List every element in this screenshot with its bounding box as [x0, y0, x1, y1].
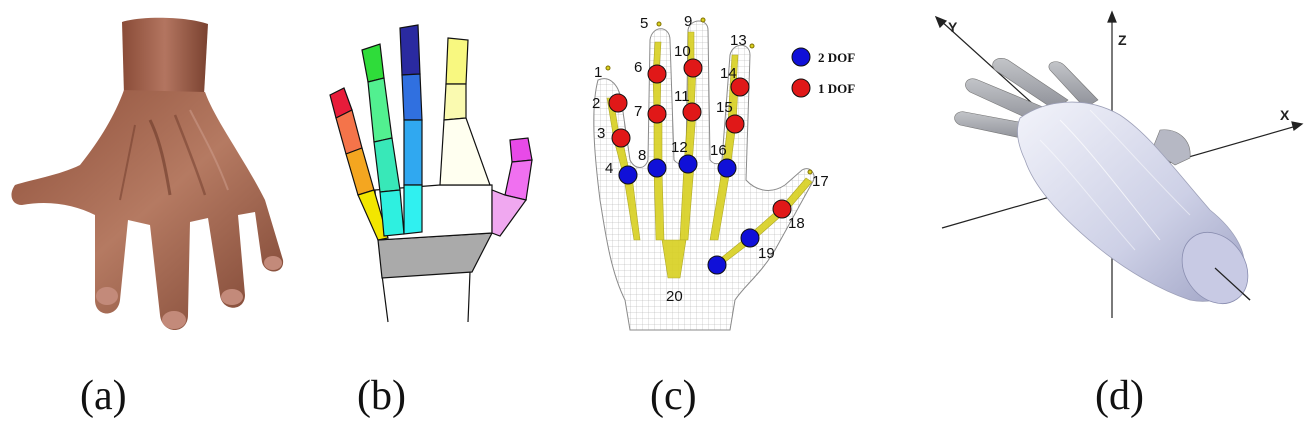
joint-4 [618, 165, 638, 185]
joint-label-9: 9 [684, 13, 692, 30]
caption-b: (b) [357, 373, 406, 419]
dof-legend: 2 DOF 1 DOF [791, 47, 855, 98]
legend-2dof-marker [791, 47, 811, 67]
joint-label-1: 1 [594, 64, 602, 81]
realistic-hand [11, 17, 284, 330]
joint-numbers: 1 2 3 4 5 6 7 8 9 10 11 12 13 14 15 16 1… [592, 13, 829, 305]
joint-label-15: 15 [716, 99, 733, 116]
joint-label-11: 11 [674, 88, 690, 105]
joint-2 [608, 93, 628, 113]
joint-label-8: 8 [638, 147, 646, 164]
axis-label-x: X [1280, 107, 1290, 123]
segmented-hand [329, 24, 533, 323]
joint-6 [647, 64, 667, 84]
joint-17 [807, 169, 813, 175]
joint-1 [605, 65, 611, 71]
joint-5 [656, 21, 662, 27]
joint-label-19: 19 [758, 245, 775, 262]
joint-9 [700, 17, 706, 23]
caption-d: (d) [1095, 373, 1144, 419]
joint-label-20: 20 [666, 288, 683, 305]
joint-14 [730, 77, 750, 97]
joint-label-10: 10 [674, 43, 691, 60]
joint-label-4: 4 [605, 160, 613, 177]
joint-18 [772, 199, 792, 219]
panel-c-skeleton-hand: 1 2 3 4 5 6 7 8 9 10 11 12 13 14 15 16 1… [592, 13, 855, 331]
shaded-hand [954, 58, 1249, 304]
joint-label-14: 14 [720, 65, 737, 82]
legend-1dof-label: 1 DOF [818, 81, 855, 96]
joint-3 [611, 128, 631, 148]
joint-19 [740, 228, 760, 248]
joint-16 [717, 158, 737, 178]
panel-b-segmented-hand [329, 24, 533, 323]
wireframe-hand-mesh [593, 20, 815, 331]
axis-label-z: Z [1118, 32, 1127, 48]
joint-label-18: 18 [788, 215, 805, 232]
joint-label-2: 2 [592, 95, 600, 112]
joint-label-7: 7 [634, 103, 642, 120]
joint-label-17: 17 [812, 173, 829, 190]
joint-8 [647, 158, 667, 178]
panel-a-realistic-hand [11, 17, 284, 330]
joint-7 [647, 104, 667, 124]
joint-15 [725, 114, 745, 134]
joint-12 [678, 154, 698, 174]
panel-d-3d-hand-axes: Y Z X [934, 10, 1304, 318]
caption-c: (c) [650, 373, 697, 419]
joint-10 [683, 58, 703, 78]
joint-label-12: 12 [671, 139, 688, 156]
joint-13 [749, 43, 755, 49]
joint-11 [682, 102, 702, 122]
caption-a: (a) [80, 373, 127, 419]
axis-label-y: Y [948, 19, 958, 35]
axis-segment-front [1214, 267, 1251, 301]
joint-20 [707, 255, 727, 275]
joint-label-6: 6 [634, 59, 642, 76]
joint-label-5: 5 [640, 15, 648, 32]
joint-markers [605, 17, 813, 275]
joint-label-16: 16 [710, 142, 727, 159]
legend-1dof-marker [791, 78, 811, 98]
legend-2dof-label: 2 DOF [818, 50, 855, 65]
joint-label-3: 3 [597, 125, 605, 142]
joint-label-13: 13 [730, 32, 747, 49]
